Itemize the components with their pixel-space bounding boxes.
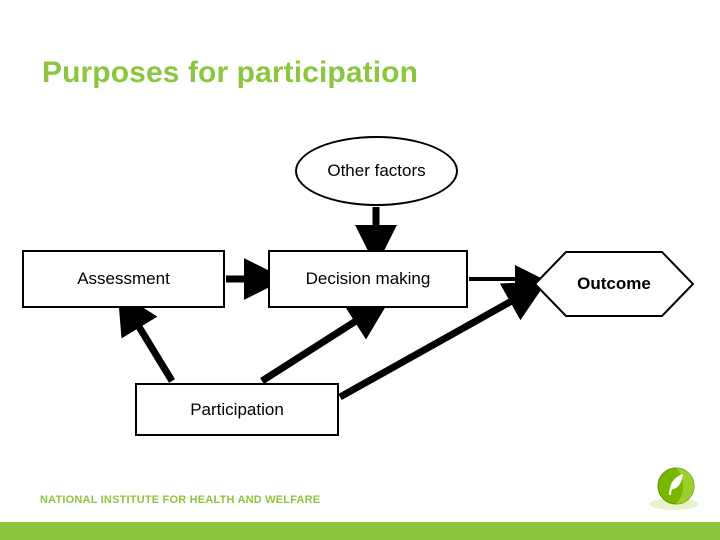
- arrow-participation-to-assessment: [117, 291, 175, 383]
- diagram-node-participation[interactable]: Participation: [135, 383, 339, 436]
- diagram-node-outcome[interactable]: Outcome: [533, 250, 695, 318]
- arrow-participation-to-decision: [260, 299, 391, 384]
- page-title: Purposes for participation: [42, 56, 418, 89]
- footer-accent-bar: [0, 522, 720, 540]
- thl-leaf-globe-logo: [650, 467, 698, 510]
- hexagon-shape: [533, 251, 695, 317]
- arrow-participation-to-outcome: [338, 281, 547, 401]
- diagram-node-decision-making[interactable]: Decision making: [268, 250, 468, 308]
- diagram-node-other-factors[interactable]: Other factors: [295, 136, 458, 206]
- footer-organization: NATIONAL INSTITUTE FOR HEALTH AND WELFAR…: [40, 494, 321, 506]
- diagram-node-outcome-label: Outcome: [577, 274, 651, 293]
- diagram-node-assessment[interactable]: Assessment: [22, 250, 225, 308]
